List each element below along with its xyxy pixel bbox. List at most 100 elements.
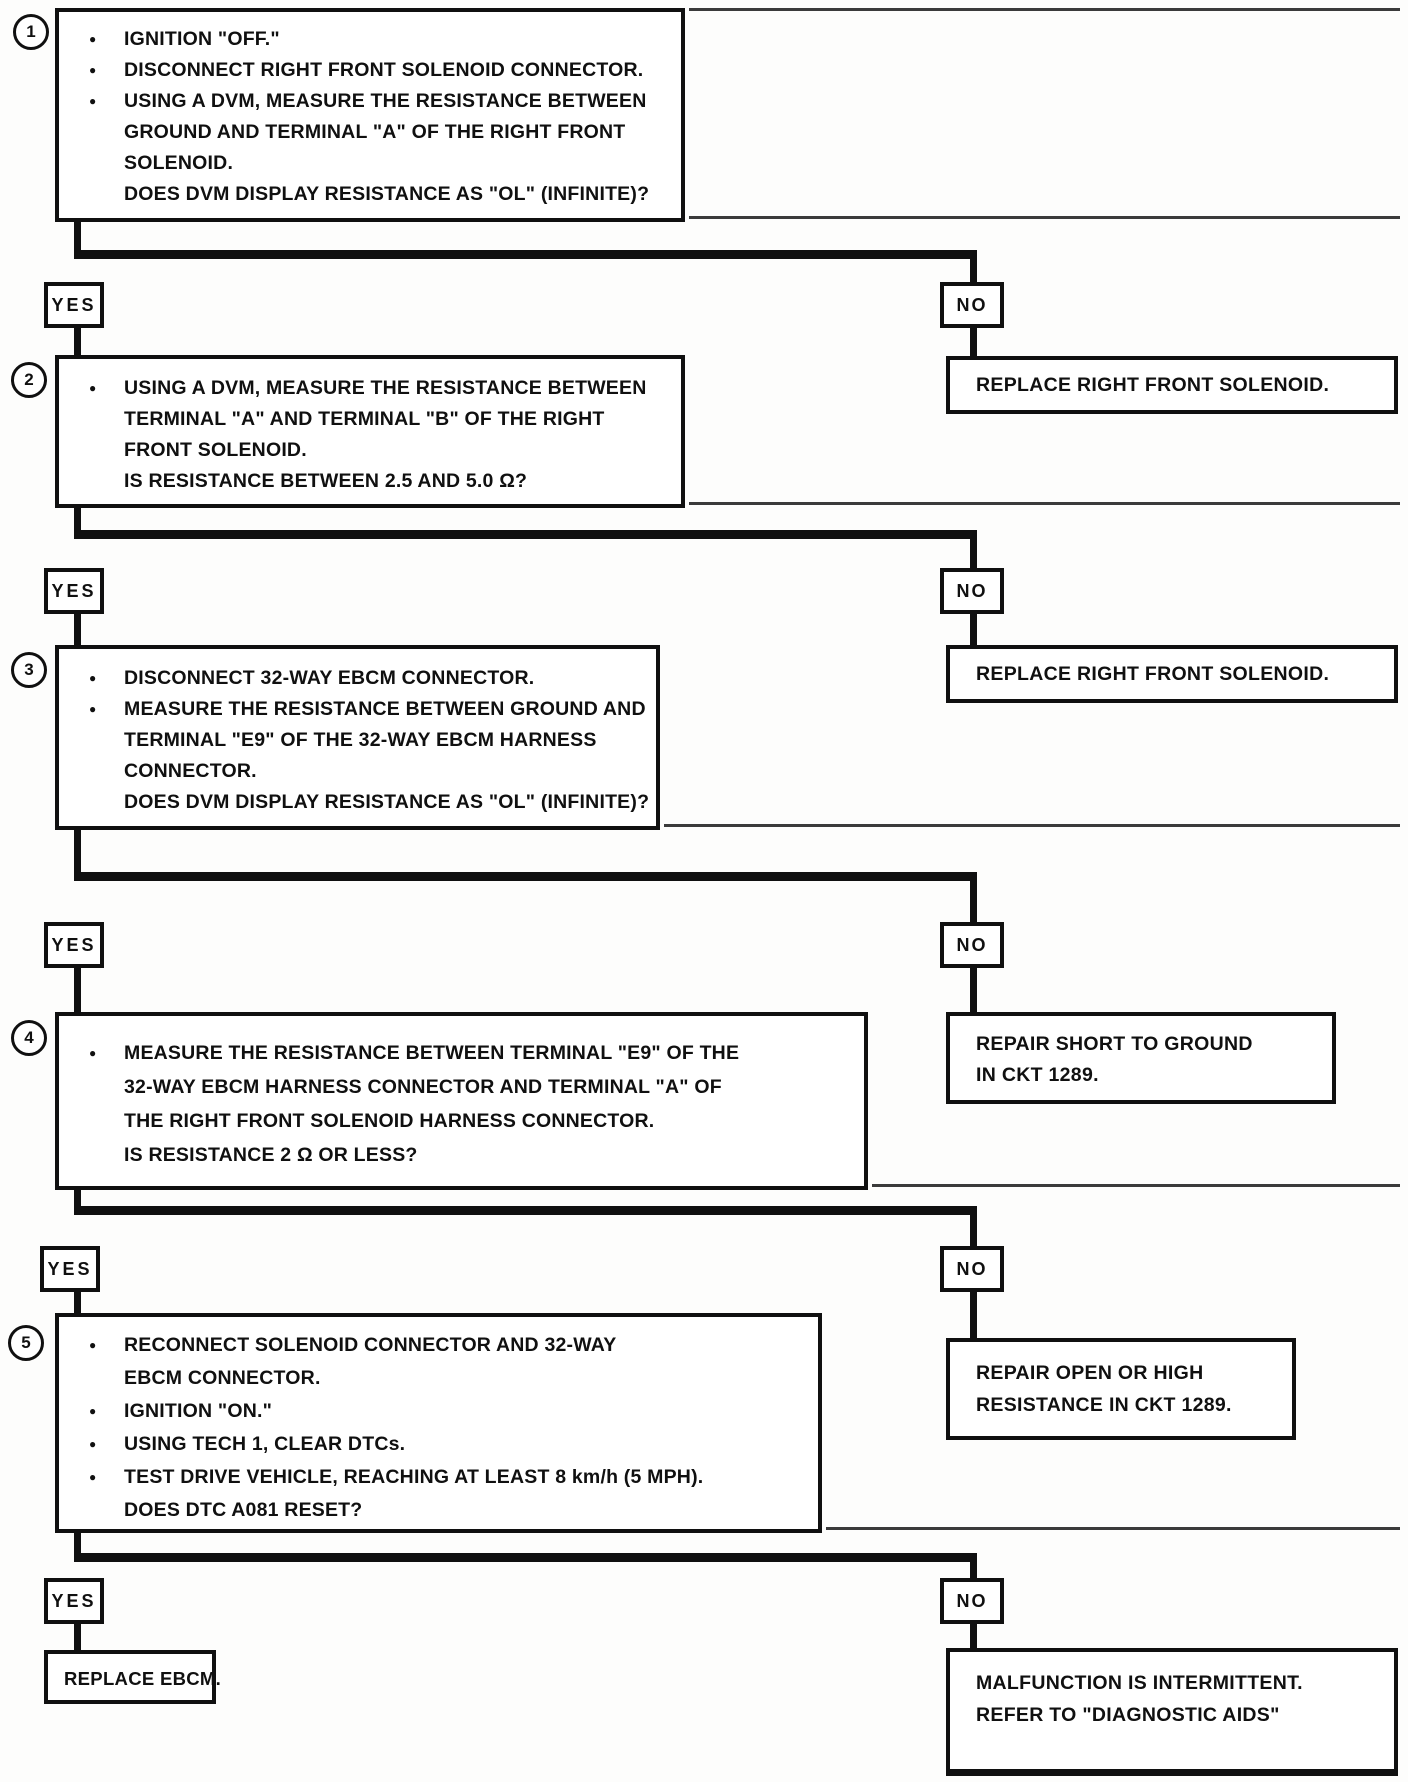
step-2-no-label: NO	[940, 568, 1004, 614]
connector-step5-yes-down	[74, 1624, 81, 1652]
outcome-repair-open-or-high-resistance: REPAIR OPEN OR HIGH RESISTANCE IN CKT 12…	[946, 1338, 1296, 1440]
step-text: USING A DVM, MEASURE THE RESISTANCE BETW…	[124, 90, 647, 112]
connector-step4-no-down	[970, 1213, 977, 1248]
bullet-icon	[59, 787, 124, 818]
step-text: SOLENOID.	[124, 152, 234, 174]
step-4-no-label: NO	[940, 1246, 1004, 1292]
step-line: ●DISCONNECT 32-WAY EBCM CONNECTOR.	[59, 663, 656, 694]
step-line: FRONT SOLENOID.	[59, 435, 681, 466]
step-line: TERMINAL "A" AND TERMINAL "B" OF THE RIG…	[59, 404, 681, 435]
scan-artifact-line	[664, 824, 1400, 827]
step-text: DISCONNECT RIGHT FRONT SOLENOID CONNECTO…	[124, 59, 644, 81]
step-1-yes-label: YES	[44, 282, 104, 328]
scan-artifact-line	[689, 502, 1400, 505]
connector-step4-down	[74, 1190, 81, 1212]
connector-step5-no-to-outcome	[970, 1624, 977, 1650]
step-text: EBCM CONNECTOR.	[124, 1367, 321, 1389]
bullet-icon	[59, 435, 124, 466]
step-text: TEST DRIVE VEHICLE, REACHING AT LEAST 8 …	[124, 1466, 704, 1488]
step-line: GROUND AND TERMINAL "A" OF THE RIGHT FRO…	[59, 117, 681, 148]
bullet-icon	[59, 1104, 124, 1138]
step-3-box: ●DISCONNECT 32-WAY EBCM CONNECTOR. ●MEAS…	[55, 645, 660, 830]
bullet-icon: ●	[89, 381, 97, 395]
step-3-yes-label: YES	[44, 922, 104, 968]
outcome-text: IN CKT 1289.	[976, 1064, 1099, 1086]
step-2-box: ●USING A DVM, MEASURE THE RESISTANCE BET…	[55, 355, 685, 508]
bullet-icon	[59, 466, 124, 497]
step-1-box: ● IGNITION "OFF." ● DISCONNECT RIGHT FRONT…	[55, 8, 685, 222]
step-line: ● TEST DRIVE VEHICLE, REACHING AT LEAST 8…	[59, 1461, 818, 1494]
connector-step5-split	[74, 1553, 977, 1562]
connector-step4-no-to-outcome	[970, 1292, 977, 1340]
step-text: IGNITION "ON."	[124, 1400, 273, 1422]
outcome-text: REPAIR OPEN OR HIGH	[976, 1362, 1204, 1384]
step-line: ●USING A DVM, MEASURE THE RESISTANCE BET…	[59, 86, 681, 117]
step-text: DOES DVM DISPLAY RESISTANCE AS "OL" (INF…	[124, 791, 650, 813]
scan-artifact-line	[826, 1527, 1400, 1530]
step-text: DOES DVM DISPLAY RESISTANCE AS "OL" (INF…	[124, 183, 650, 205]
step-text: CONNECTOR.	[124, 760, 257, 782]
connector-step1-down	[74, 222, 81, 254]
bullet-icon	[59, 756, 124, 787]
step-3-no-label: NO	[940, 922, 1004, 968]
connector-step3-split	[74, 872, 977, 881]
connector-step2-yes-down	[74, 614, 81, 647]
bullet-icon	[59, 1494, 124, 1527]
step-line: 32-WAY EBCM HARNESS CONNECTOR AND TERMIN…	[59, 1070, 864, 1104]
step-text: IGNITION "OFF."	[124, 28, 280, 50]
bullet-icon: ●	[89, 32, 97, 46]
scan-artifact-line	[872, 1184, 1400, 1187]
bullet-icon: ●	[89, 63, 97, 77]
step-1-number: 1	[13, 14, 49, 50]
connector-step2-no-down	[970, 537, 977, 570]
connector-step4-split	[74, 1206, 977, 1215]
step-line: DOES DVM DISPLAY RESISTANCE AS "OL" (INF…	[59, 179, 681, 210]
bullet-icon	[59, 1362, 124, 1395]
step-5-number: 5	[8, 1325, 44, 1361]
step-3-number: 3	[11, 652, 47, 688]
connector-step4-yes-down	[74, 1292, 81, 1315]
connector-step3-down	[74, 830, 81, 878]
step-1-no-label: NO	[940, 282, 1004, 328]
step-4-yes-label: YES	[40, 1246, 100, 1292]
bullet-icon	[59, 148, 124, 179]
step-line: DOES DTC A081 RESET?	[59, 1494, 818, 1527]
outcome-replace-ebcm: REPLACE EBCM.	[44, 1650, 222, 1704]
step-text: USING TECH 1, CLEAR DTCs.	[124, 1433, 406, 1455]
step-line: THE RIGHT FRONT SOLENOID HARNESS CONNECT…	[59, 1104, 864, 1138]
connector-step2-no-to-outcome	[970, 614, 977, 647]
step-line: EBCM CONNECTOR.	[59, 1362, 818, 1395]
step-text: IS RESISTANCE BETWEEN 2.5 AND 5.0 Ω?	[124, 470, 528, 492]
step-line: ●MEASURE THE RESISTANCE BETWEEN GROUND A…	[59, 694, 656, 725]
bullet-icon: ●	[89, 1404, 97, 1418]
step-text: DOES DTC A081 RESET?	[124, 1499, 363, 1521]
step-2-number: 2	[11, 362, 47, 398]
connector-step1-split	[74, 250, 977, 259]
outcome-text: REPLACE RIGHT FRONT SOLENOID.	[976, 374, 1330, 396]
step-line: SOLENOID.	[59, 148, 681, 179]
step-2-yes-label: YES	[44, 568, 104, 614]
step-line: ● RECONNECT SOLENOID CONNECTOR AND 32-WAY	[59, 1329, 818, 1362]
scan-artifact-line	[689, 8, 1400, 11]
connector-step5-no-down	[970, 1560, 977, 1580]
outcome-text: MALFUNCTION IS INTERMITTENT.	[976, 1672, 1303, 1694]
step-text: TERMINAL "A" AND TERMINAL "B" OF THE RIG…	[124, 408, 605, 430]
connector-step1-no-down	[970, 257, 977, 284]
connector-step1-yes-down	[74, 328, 81, 357]
step-line: CONNECTOR.	[59, 756, 656, 787]
outcome-text: REPLACE RIGHT FRONT SOLENOID.	[976, 663, 1330, 685]
bullet-icon: ●	[89, 1470, 97, 1484]
step-line: DOES DVM DISPLAY RESISTANCE AS "OL" (INF…	[59, 787, 656, 818]
connector-step3-no-to-outcome	[970, 968, 977, 1014]
outcome-text: REPLACE EBCM.	[64, 1668, 222, 1689]
bullet-icon: ●	[89, 702, 97, 716]
step-line: ● IGNITION "ON."	[59, 1395, 818, 1428]
step-line: IS RESISTANCE BETWEEN 2.5 AND 5.0 Ω?	[59, 466, 681, 497]
step-line: TERMINAL "E9" OF THE 32-WAY EBCM HARNESS	[59, 725, 656, 756]
bullet-icon: ●	[89, 1338, 97, 1352]
step-line: IS RESISTANCE 2 Ω OR LESS?	[59, 1138, 864, 1172]
connector-step2-down	[74, 508, 81, 536]
connector-step3-yes-down	[74, 968, 81, 1014]
step-text: RECONNECT SOLENOID CONNECTOR AND 32-WAY	[124, 1334, 617, 1356]
